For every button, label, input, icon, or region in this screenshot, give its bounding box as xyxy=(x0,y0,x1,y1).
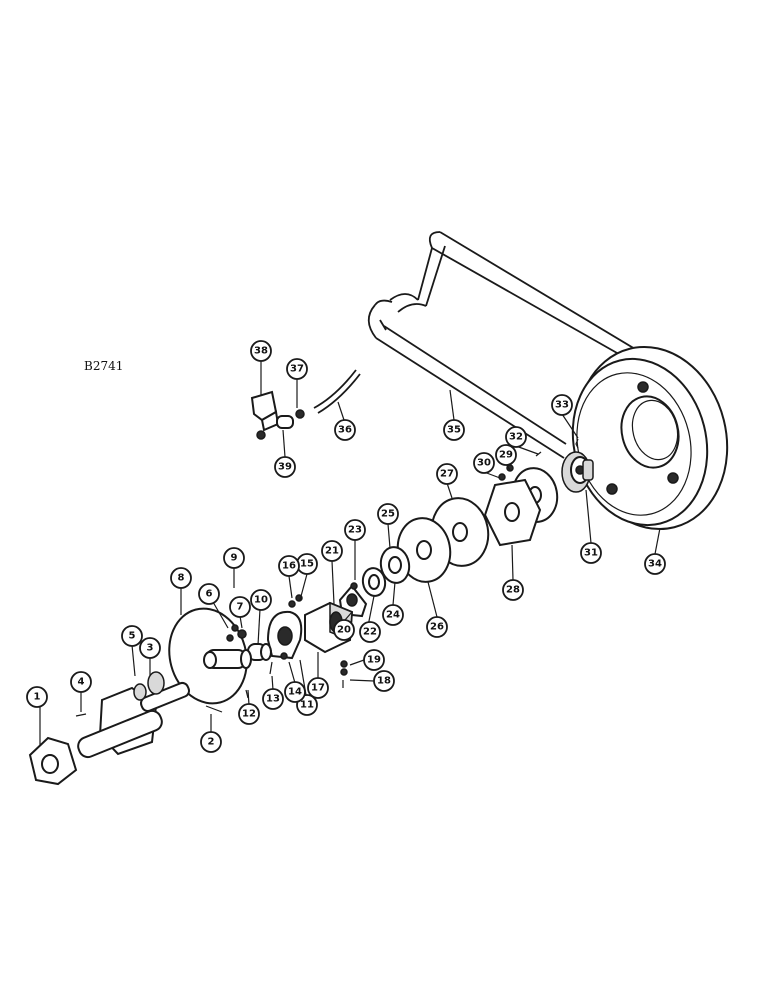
callout-4: 4 xyxy=(70,671,92,693)
callout-14-label: 14 xyxy=(288,687,302,698)
callout-16: 16 xyxy=(278,555,300,577)
callout-24-label: 24 xyxy=(386,610,400,621)
callout-12-label: 12 xyxy=(242,709,256,720)
callout-7-label: 7 xyxy=(237,602,244,613)
callout-14: 14 xyxy=(284,681,306,703)
callout-25-label: 25 xyxy=(381,509,395,520)
large-pulley xyxy=(571,345,729,531)
callout-20: 20 xyxy=(333,619,355,641)
callout-19: 19 xyxy=(363,649,385,671)
callout-6-label: 6 xyxy=(206,589,213,600)
callout-37: 37 xyxy=(286,358,308,380)
callout-7: 7 xyxy=(229,596,251,618)
callout-1-label: 1 xyxy=(34,692,41,703)
hub-plate xyxy=(266,610,303,660)
callout-19-label: 19 xyxy=(367,655,381,666)
callout-15-label: 15 xyxy=(300,559,314,570)
callout-35-label: 35 xyxy=(447,425,461,436)
drive-belt xyxy=(367,231,641,459)
callout-26-label: 26 xyxy=(430,622,444,633)
callout-3: 3 xyxy=(139,637,161,659)
callout-27-label: 27 xyxy=(440,469,454,480)
plate-washers xyxy=(361,451,559,597)
callout-3-label: 3 xyxy=(147,643,154,654)
callout-39-label: 39 xyxy=(278,462,292,473)
callout-13-label: 13 xyxy=(266,694,280,705)
callout-22: 22 xyxy=(359,621,381,643)
callout-25: 25 xyxy=(377,503,399,525)
callout-4-label: 4 xyxy=(78,677,85,688)
callout-37-label: 37 xyxy=(290,364,304,375)
callout-36-label: 36 xyxy=(338,425,352,436)
callout-16-label: 16 xyxy=(282,561,296,572)
callout-11-label: 11 xyxy=(300,700,314,711)
callout-38-label: 38 xyxy=(254,346,268,357)
callout-34: 34 xyxy=(644,553,666,575)
callout-38: 38 xyxy=(250,340,272,362)
callout-39: 39 xyxy=(274,456,296,478)
callout-10-label: 10 xyxy=(254,595,268,606)
callout-9: 9 xyxy=(223,547,245,569)
callout-18-label: 18 xyxy=(377,676,391,687)
callout-9-label: 9 xyxy=(231,553,238,564)
callout-28: 28 xyxy=(502,579,524,601)
callout-5: 5 xyxy=(121,625,143,647)
callout-8: 8 xyxy=(170,567,192,589)
callout-28-label: 28 xyxy=(506,585,520,596)
callout-24: 24 xyxy=(382,604,404,626)
callout-29: 29 xyxy=(495,444,517,466)
callout-10: 10 xyxy=(250,589,272,611)
callout-21: 21 xyxy=(321,540,343,562)
callout-34-label: 34 xyxy=(648,559,662,570)
callout-6: 6 xyxy=(198,583,220,605)
callout-5-label: 5 xyxy=(129,631,136,642)
callout-2: 2 xyxy=(200,731,222,753)
callout-35: 35 xyxy=(443,419,465,441)
flange-bracket xyxy=(338,582,368,618)
mounting-flange xyxy=(28,736,78,786)
callout-15: 15 xyxy=(296,553,318,575)
callout-26: 26 xyxy=(426,616,448,638)
callout-36: 36 xyxy=(334,419,356,441)
callout-31: 31 xyxy=(580,542,602,564)
callout-32: 32 xyxy=(505,426,527,448)
drawing-number: B2741 xyxy=(84,359,123,373)
callout-8-label: 8 xyxy=(178,573,185,584)
callout-17-label: 17 xyxy=(311,683,325,694)
callout-20-label: 20 xyxy=(337,625,351,636)
callout-33-label: 33 xyxy=(555,400,569,411)
callout-1: 1 xyxy=(26,686,48,708)
callout-31-label: 31 xyxy=(584,548,598,559)
upper-bracket xyxy=(250,390,280,432)
callout-21-label: 21 xyxy=(325,546,339,557)
callout-30-label: 30 xyxy=(477,458,491,469)
bushing xyxy=(247,643,272,661)
shaft-bracket xyxy=(77,671,190,759)
callout-13: 13 xyxy=(262,688,284,710)
callout-27: 27 xyxy=(436,463,458,485)
callout-22-label: 22 xyxy=(363,627,377,638)
callout-23-label: 23 xyxy=(348,525,362,536)
callout-12: 12 xyxy=(238,703,260,725)
callout-33: 33 xyxy=(551,394,573,416)
callout-29-label: 29 xyxy=(499,450,513,461)
callout-18: 18 xyxy=(373,670,395,692)
pulley-hub xyxy=(561,451,594,493)
callout-23: 23 xyxy=(344,519,366,541)
callout-2-label: 2 xyxy=(208,737,215,748)
leader-lines xyxy=(39,361,661,745)
callout-30: 30 xyxy=(473,452,495,474)
disc-plate xyxy=(168,607,252,705)
callout-32-label: 32 xyxy=(509,432,523,443)
callout-17: 17 xyxy=(307,677,329,699)
